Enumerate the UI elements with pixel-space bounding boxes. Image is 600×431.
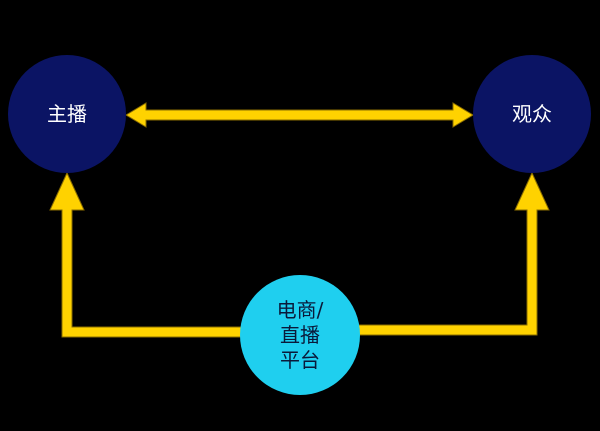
node-platform-label: 电商/ 直播 平台 (276, 297, 324, 372)
node-host-label: 主播 (47, 102, 87, 126)
edge-host-audience (125, 102, 474, 128)
node-audience: 观众 (473, 55, 591, 173)
node-host: 主播 (8, 55, 126, 173)
node-platform: 电商/ 直播 平台 (240, 275, 360, 395)
edge-platform-host (49, 171, 243, 338)
edge-platform-audience (357, 171, 550, 336)
node-audience-label: 观众 (512, 102, 552, 126)
